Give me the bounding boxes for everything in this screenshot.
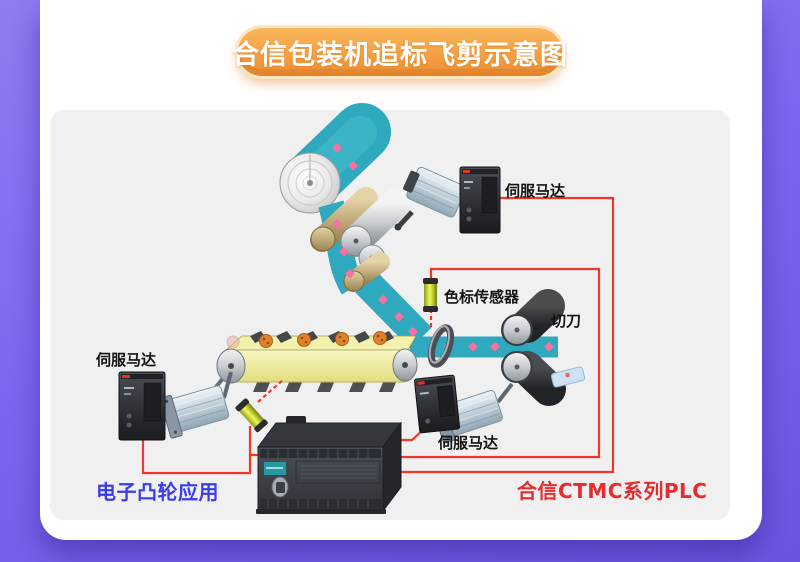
servo-drive-top (459, 166, 501, 234)
color-marks (332, 143, 554, 352)
guide-rollers (310, 187, 411, 292)
label-cutter: 切刀 (551, 312, 582, 330)
reel-face (279, 152, 341, 214)
conveyor (210, 331, 418, 394)
title-banner: 合信包装机追标飞剪示意图 (232, 28, 567, 76)
wrapped-package (550, 366, 586, 388)
products-on-belt (226, 331, 387, 349)
servo-drive-left (118, 371, 166, 441)
film-guide-ring (427, 324, 455, 368)
label-plc-series: 合信CTMC系列PLC (517, 479, 708, 503)
label-color-mark-sensor: 色标传感器 (444, 288, 520, 306)
label-servo-mid: 伺服马达 (438, 434, 499, 452)
page-title: 合信包装机追标飞剪示意图 (232, 39, 568, 71)
registration-sensor-device (235, 398, 268, 433)
label-servo-top: 伺服马达 (505, 182, 566, 200)
plc-unit (256, 416, 402, 514)
film-reel (279, 103, 391, 214)
color-mark-sensor-device (423, 278, 438, 312)
conveyor-under-cleats (253, 380, 397, 392)
sensor-beam-2 (257, 378, 285, 403)
rotary-cutter (501, 289, 566, 406)
servo-motor-left (159, 371, 233, 439)
servo-drive-mid (413, 374, 461, 434)
label-electronic-cam-app: 电子凸轮应用 (96, 480, 219, 504)
servo-motor-top (394, 166, 467, 231)
label-servo-left: 伺服马达 (96, 351, 157, 369)
